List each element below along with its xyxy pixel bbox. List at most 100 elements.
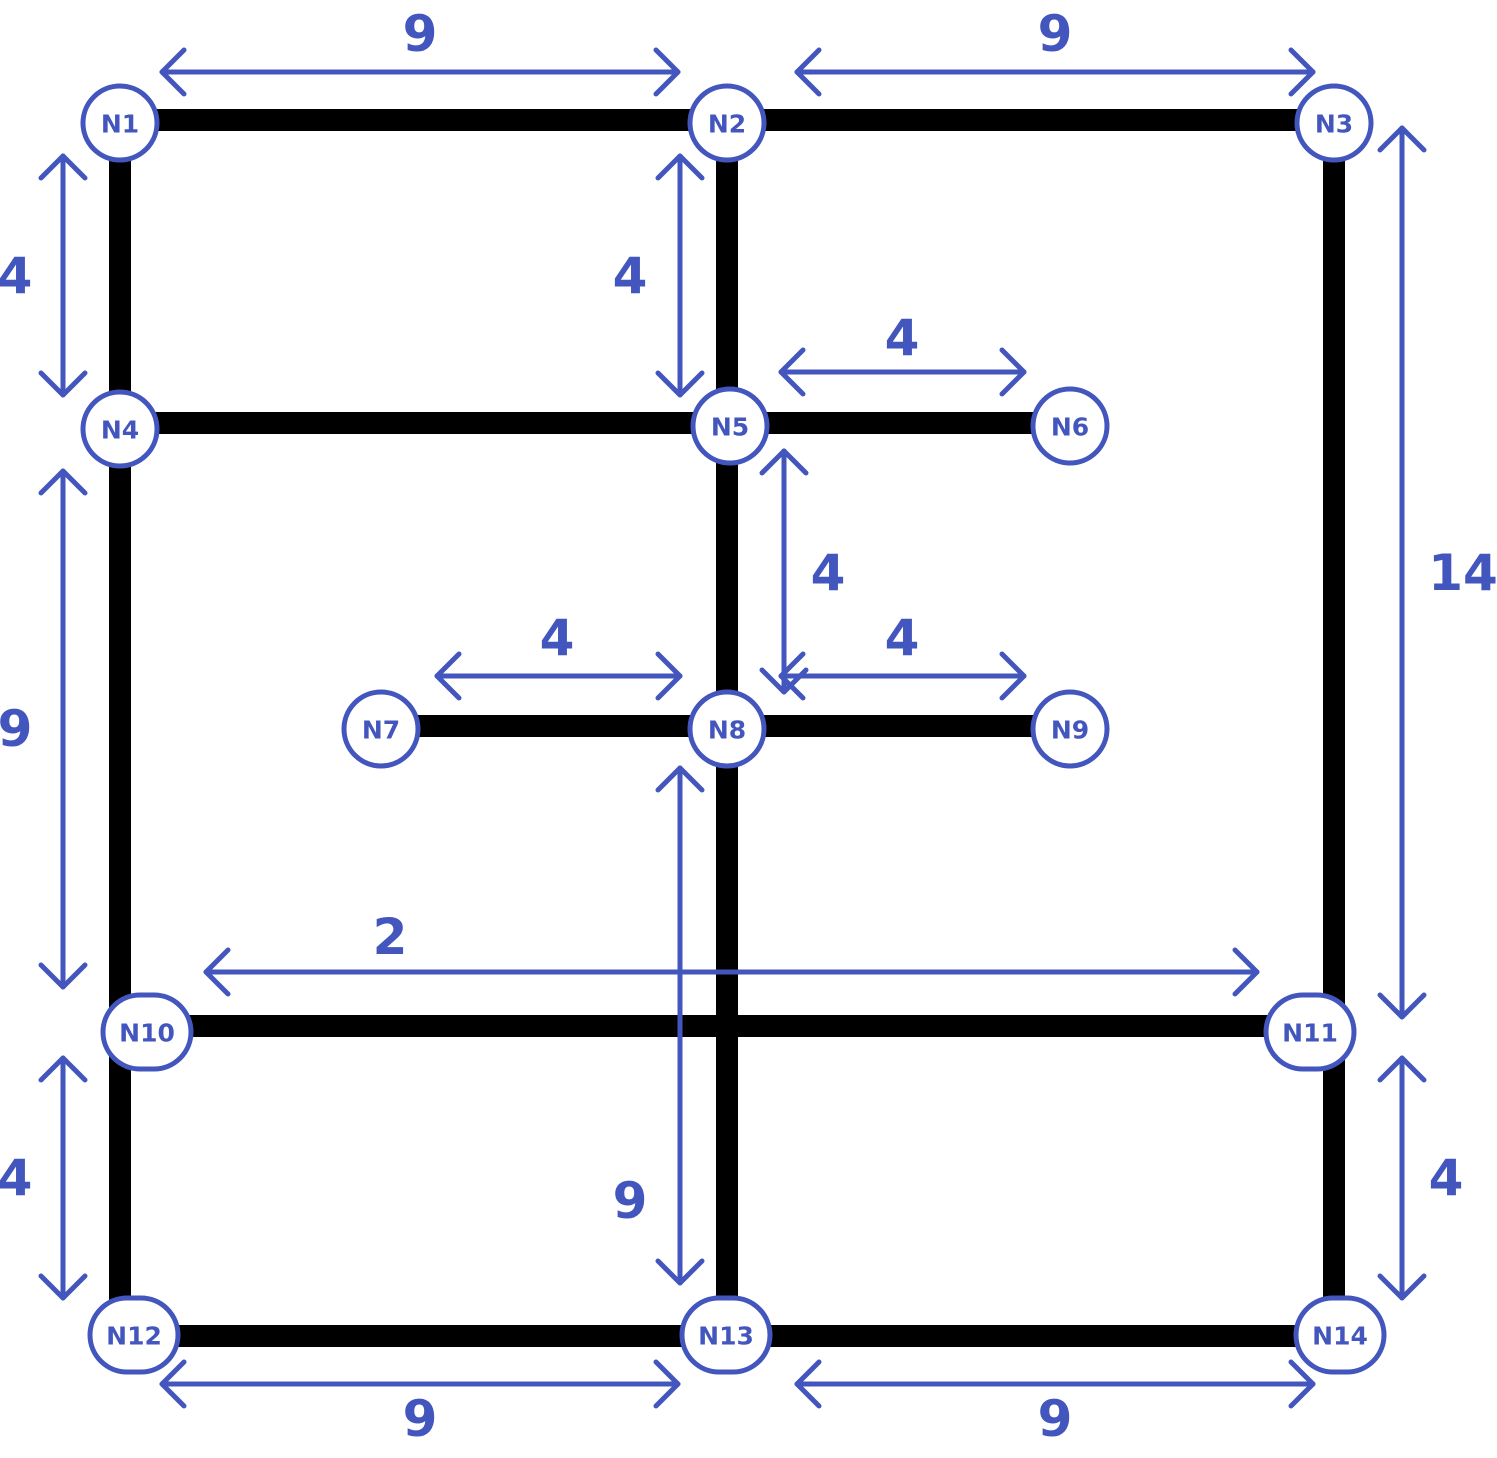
dimension-n7-n8: 4 xyxy=(434,609,683,701)
arrowhead-icon xyxy=(1288,1359,1316,1409)
arrowhead-icon xyxy=(999,651,1027,701)
arrowhead-icon xyxy=(653,1359,681,1409)
dimension-label: 4 xyxy=(0,247,32,305)
node-n5: N5 xyxy=(690,386,770,466)
node-label: N7 xyxy=(362,716,400,745)
node-label: N6 xyxy=(1051,413,1089,442)
node-label: N13 xyxy=(698,1322,754,1351)
node-n11: N11 xyxy=(1263,992,1357,1072)
node-n7: N7 xyxy=(341,689,421,769)
dimension-n4-n10: 9 xyxy=(0,468,88,990)
node-n3: N3 xyxy=(1294,83,1374,163)
dimension-n12-n13: 9 xyxy=(159,1359,681,1448)
dimension-label: 14 xyxy=(1428,544,1497,602)
dimension-n5-n6: 4 xyxy=(778,309,1027,397)
arrowhead-icon xyxy=(1232,947,1260,997)
dimension-label: 4 xyxy=(1429,1149,1464,1207)
arrowhead-icon xyxy=(655,1258,705,1286)
node-circle xyxy=(341,689,421,769)
node-label: N11 xyxy=(1282,1019,1338,1048)
dimension-n2-n5: 4 xyxy=(613,153,705,398)
dimension-n3-n11: 14 xyxy=(1377,125,1497,1020)
dimension-n13-n14: 9 xyxy=(794,1359,1316,1448)
dimension-n2-n3: 9 xyxy=(794,5,1316,97)
node-circle xyxy=(1293,1295,1387,1375)
arrowhead-icon xyxy=(655,651,683,701)
dimension-label: 9 xyxy=(1038,5,1073,63)
arrowhead-icon xyxy=(655,370,705,398)
arrowhead-icon xyxy=(434,651,462,701)
arrowhead-icon xyxy=(794,1359,822,1409)
node-circle xyxy=(80,389,160,469)
arrowhead-icon xyxy=(38,153,88,181)
edges xyxy=(109,109,1345,1347)
arrowhead-icon xyxy=(38,468,88,496)
dimension-label: 9 xyxy=(613,1172,648,1230)
node-label: N5 xyxy=(711,413,749,442)
node-circle xyxy=(100,992,194,1072)
node-circle xyxy=(690,386,770,466)
dimension-label: 4 xyxy=(540,609,575,667)
node-circle xyxy=(87,1295,181,1375)
dimension-n1-n2: 9 xyxy=(159,5,681,97)
arrowhead-icon xyxy=(999,347,1027,397)
node-n14: N14 xyxy=(1293,1295,1387,1375)
node-n8: N8 xyxy=(687,689,767,769)
arrowhead-icon xyxy=(1377,125,1427,153)
node-circle xyxy=(687,83,767,163)
node-label: N12 xyxy=(106,1322,162,1351)
dimension-n10-n12: 4 xyxy=(0,1055,88,1301)
node-n10: N10 xyxy=(100,992,194,1072)
dimension-label: 4 xyxy=(885,609,920,667)
arrowhead-icon xyxy=(655,765,705,793)
node-circle xyxy=(1263,992,1357,1072)
arrowhead-icon xyxy=(1288,47,1316,97)
arrowhead-icon xyxy=(778,651,806,701)
node-circle xyxy=(1294,83,1374,163)
dimension-n8-n9: 4 xyxy=(778,609,1027,701)
arrowhead-icon xyxy=(759,448,809,476)
node-label: N9 xyxy=(1051,716,1089,745)
node-n4: N4 xyxy=(80,389,160,469)
dimension-n5-n8: 4 xyxy=(759,448,846,695)
arrowhead-icon xyxy=(203,947,231,997)
node-label: N3 xyxy=(1315,110,1353,139)
arrowhead-icon xyxy=(655,153,705,181)
arrowhead-icon xyxy=(38,962,88,990)
arrowhead-icon xyxy=(1377,992,1427,1020)
node-n12: N12 xyxy=(87,1295,181,1375)
dimension-n11-n14: 4 xyxy=(1377,1055,1464,1301)
node-circle xyxy=(1030,689,1110,769)
node-n1: N1 xyxy=(80,83,160,163)
node-label: N2 xyxy=(708,110,746,139)
node-label: N1 xyxy=(101,110,139,139)
node-circle xyxy=(687,689,767,769)
node-label: N10 xyxy=(119,1019,175,1048)
dimension-label: 4 xyxy=(811,544,846,602)
node-label: N14 xyxy=(1312,1322,1368,1351)
arrowhead-icon xyxy=(159,1359,187,1409)
dimension-label: 4 xyxy=(885,309,920,367)
arrowhead-icon xyxy=(38,370,88,398)
dimension-n1-n4: 4 xyxy=(0,153,88,398)
node-circle xyxy=(80,83,160,163)
dimension-label: 9 xyxy=(403,5,438,63)
dimension-n8-n13: 9 xyxy=(613,765,705,1286)
node-n9: N9 xyxy=(1030,689,1110,769)
arrowhead-icon xyxy=(38,1055,88,1083)
node-label: N8 xyxy=(708,716,746,745)
arrowhead-icon xyxy=(778,347,806,397)
dimension-label: 9 xyxy=(1038,1390,1073,1448)
arrowhead-icon xyxy=(159,47,187,97)
dimension-label: 4 xyxy=(0,1149,32,1207)
arrowhead-icon xyxy=(794,47,822,97)
arrowhead-icon xyxy=(653,47,681,97)
node-n13: N13 xyxy=(679,1295,773,1375)
node-n2: N2 xyxy=(687,83,767,163)
dimension-n10-n11: 2 xyxy=(203,908,1260,997)
arrowhead-icon xyxy=(1377,1055,1427,1083)
arrowhead-icon xyxy=(1377,1273,1427,1301)
